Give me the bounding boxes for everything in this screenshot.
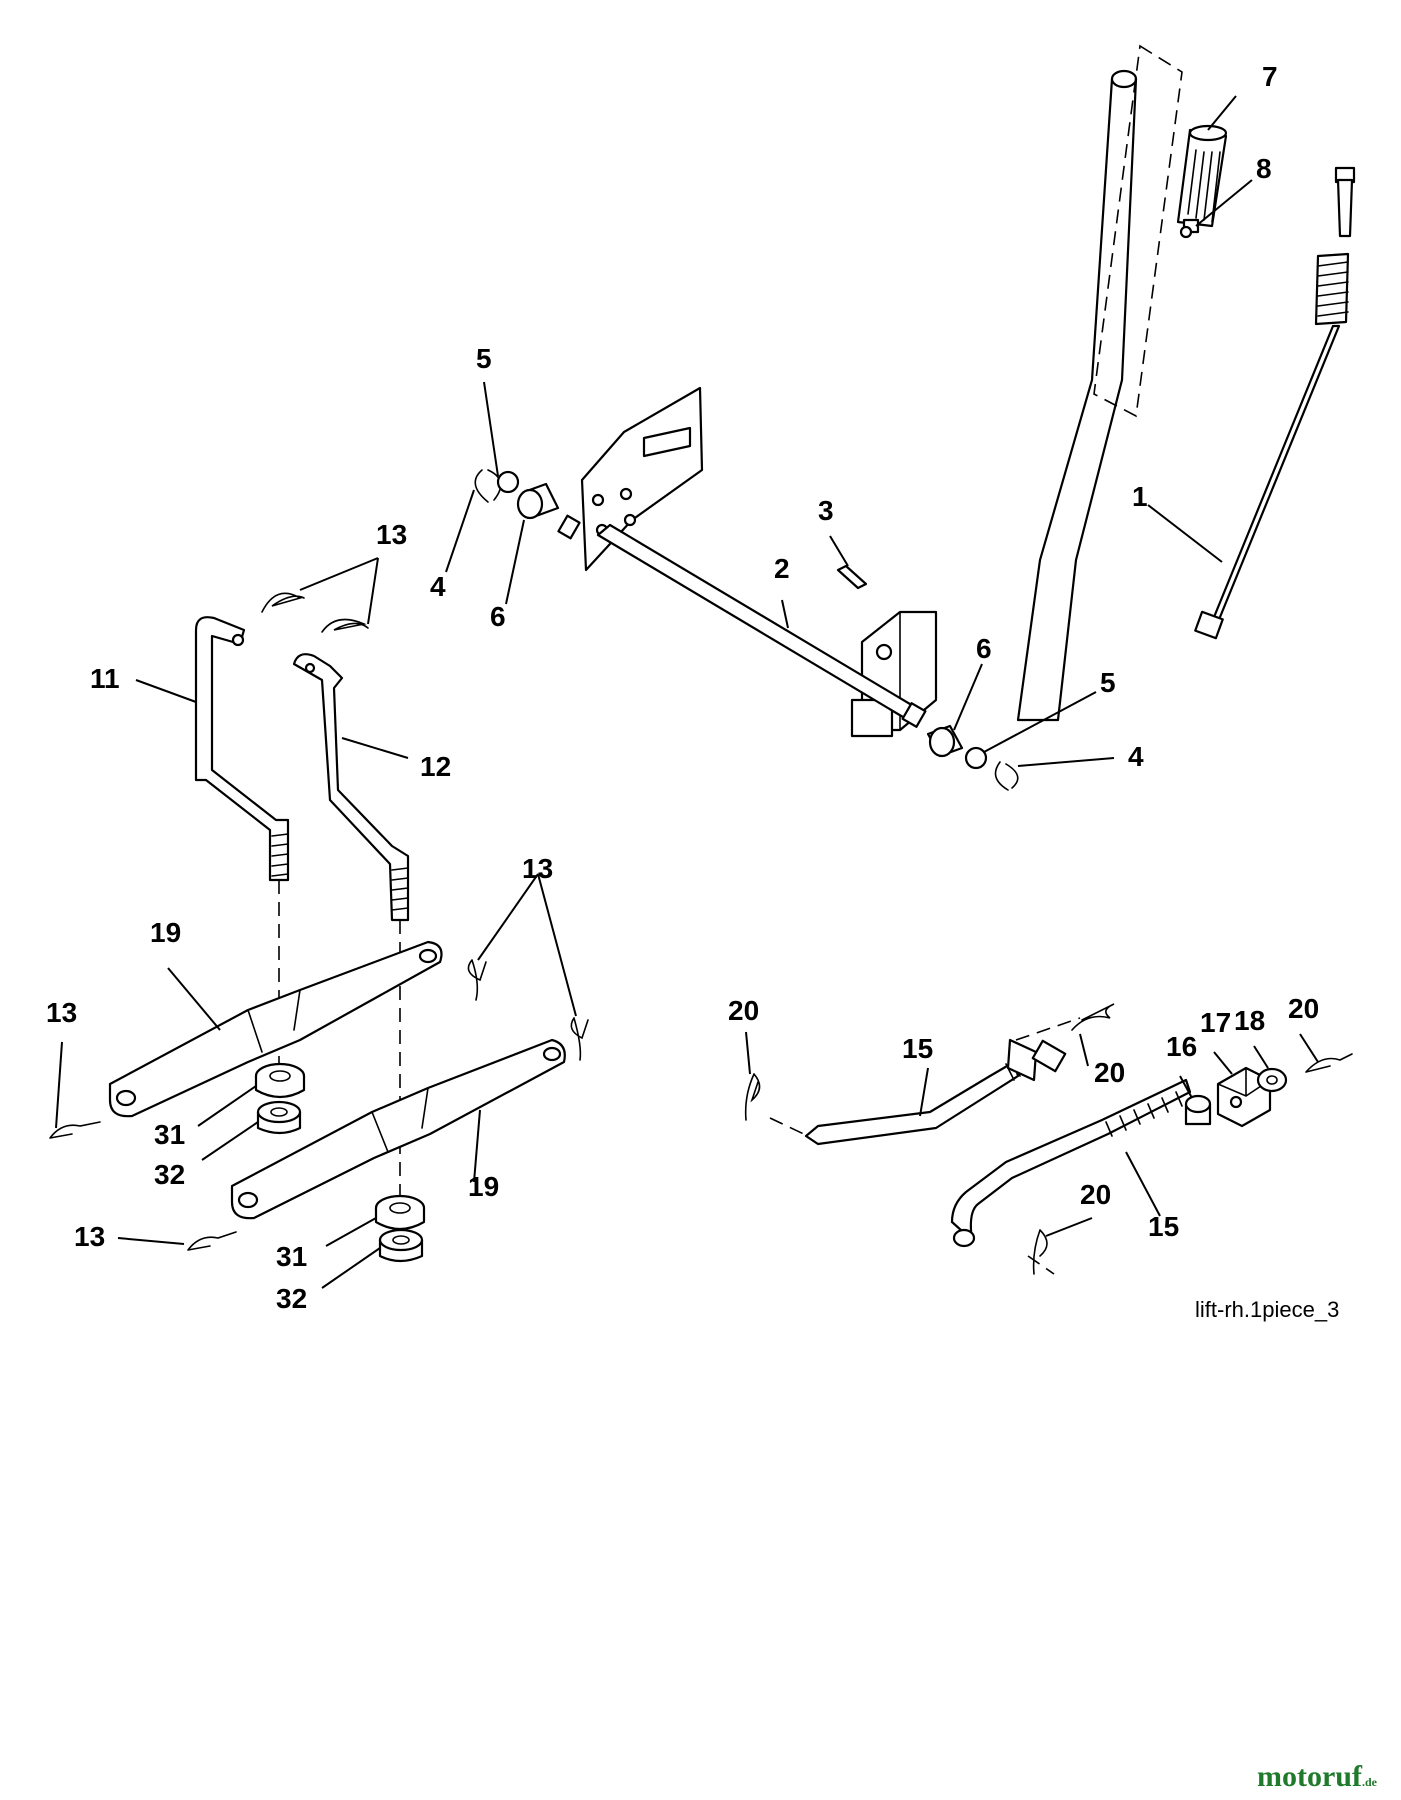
washer-upper <box>254 1062 306 1099</box>
callout-20a: 20 <box>728 995 759 1026</box>
watermark-suffix: .de <box>1362 1775 1377 1789</box>
roll-pin <box>836 564 868 590</box>
adjust-nut <box>1184 1094 1212 1126</box>
callout-17: 17 <box>1200 1007 1231 1038</box>
lift-handle <box>850 69 1138 738</box>
callout-5b: 5 <box>1100 667 1116 698</box>
watermark-brand: motoruf <box>1257 1760 1362 1793</box>
hairpin-clips <box>49 592 589 1251</box>
nut-upper <box>256 1100 302 1135</box>
grip-phantom-outline <box>1093 44 1183 418</box>
callout-31b: 31 <box>276 1241 307 1272</box>
callout-2: 2 <box>774 553 790 584</box>
callout-11: 11 <box>90 663 120 694</box>
callout-3: 3 <box>818 495 834 526</box>
lift-arm-upper <box>108 940 443 1118</box>
lift-link-11 <box>194 616 290 882</box>
callout-13a: 13 <box>376 519 407 550</box>
callout-7: 7 <box>1262 61 1278 92</box>
lift-rod <box>1194 166 1356 640</box>
callout-15a: 15 <box>902 1033 933 1064</box>
pivot-plate <box>580 386 704 572</box>
washer-lower <box>374 1194 426 1231</box>
adjust-rod-lower <box>950 1078 1192 1248</box>
leader-lines <box>55 95 1319 1289</box>
callout-20b: 20 <box>1094 1057 1125 1088</box>
callout-4b: 4 <box>1128 741 1144 772</box>
cross-shaft <box>557 514 927 728</box>
callout-8: 8 <box>1256 153 1272 184</box>
callout-20d: 20 <box>1080 1179 1111 1210</box>
left-hardware <box>474 469 560 520</box>
callout-19a: 19 <box>150 917 181 948</box>
callout-13d: 13 <box>74 1221 105 1252</box>
callout-1: 1 <box>1132 481 1148 512</box>
callout-19b: 19 <box>468 1171 499 1202</box>
watermark-logo: motoruf.de <box>1257 1760 1377 1794</box>
alignment-line-clip-lower <box>1027 1255 1055 1275</box>
callout-5: 5 <box>476 343 492 374</box>
rod-clips <box>744 1003 1353 1275</box>
callout-6: 6 <box>490 601 506 632</box>
grip-fastener <box>1179 218 1200 239</box>
callout-32b: 32 <box>276 1283 307 1314</box>
block-nut <box>1256 1067 1288 1093</box>
drawing-reference-code: lift-rh.1piece_3 <box>1195 1297 1340 1322</box>
callout-18: 18 <box>1234 1005 1265 1036</box>
callout-12: 12 <box>420 751 451 782</box>
callout-16: 16 <box>1166 1031 1197 1062</box>
callout-6b: 6 <box>976 633 992 664</box>
adjust-block <box>1216 1066 1272 1128</box>
callout-13b: 13 <box>522 853 553 884</box>
callout-labels: 1 2 3 4 5 6 6 5 4 7 8 11 12 13 13 13 13 … <box>46 61 1319 1314</box>
callout-20c: 20 <box>1288 993 1319 1024</box>
lift-arm-lower <box>230 1038 566 1220</box>
callout-4: 4 <box>430 571 446 602</box>
lift-link-12 <box>292 653 410 922</box>
right-hardware <box>926 724 1019 791</box>
callout-13c: 13 <box>46 997 77 1028</box>
callout-32a: 32 <box>154 1159 185 1190</box>
adjust-rod-upper <box>804 1038 1067 1146</box>
callout-15b: 15 <box>1148 1211 1179 1242</box>
handle-grip <box>1176 124 1228 228</box>
alignment-line-clip-upper <box>1015 1017 1081 1041</box>
callout-31a: 31 <box>154 1119 185 1150</box>
nut-lower <box>378 1228 424 1263</box>
alignment-line-clip-left <box>769 1117 809 1137</box>
